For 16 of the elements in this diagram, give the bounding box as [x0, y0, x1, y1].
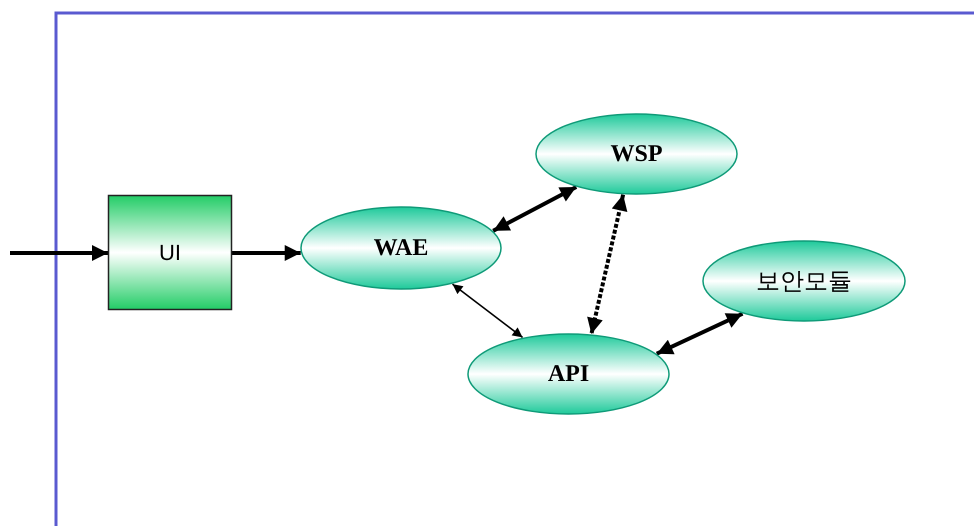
arrow: [492, 185, 578, 233]
arrow: [656, 312, 744, 356]
arrow: [452, 284, 524, 338]
node-label: 보안모듈: [756, 266, 852, 297]
node-label: WAE: [374, 234, 428, 262]
process-ellipse: [535, 113, 738, 195]
arrow: [232, 244, 301, 261]
process-ellipse: [702, 240, 906, 322]
arrow: [587, 194, 628, 334]
node-label: WSP: [610, 140, 662, 168]
arrow: [10, 245, 108, 261]
process-ellipse: [300, 206, 502, 290]
process-box: [108, 195, 232, 310]
node-label: UI: [159, 240, 181, 266]
node-label: API: [548, 360, 590, 388]
process-ellipse: [467, 333, 670, 415]
